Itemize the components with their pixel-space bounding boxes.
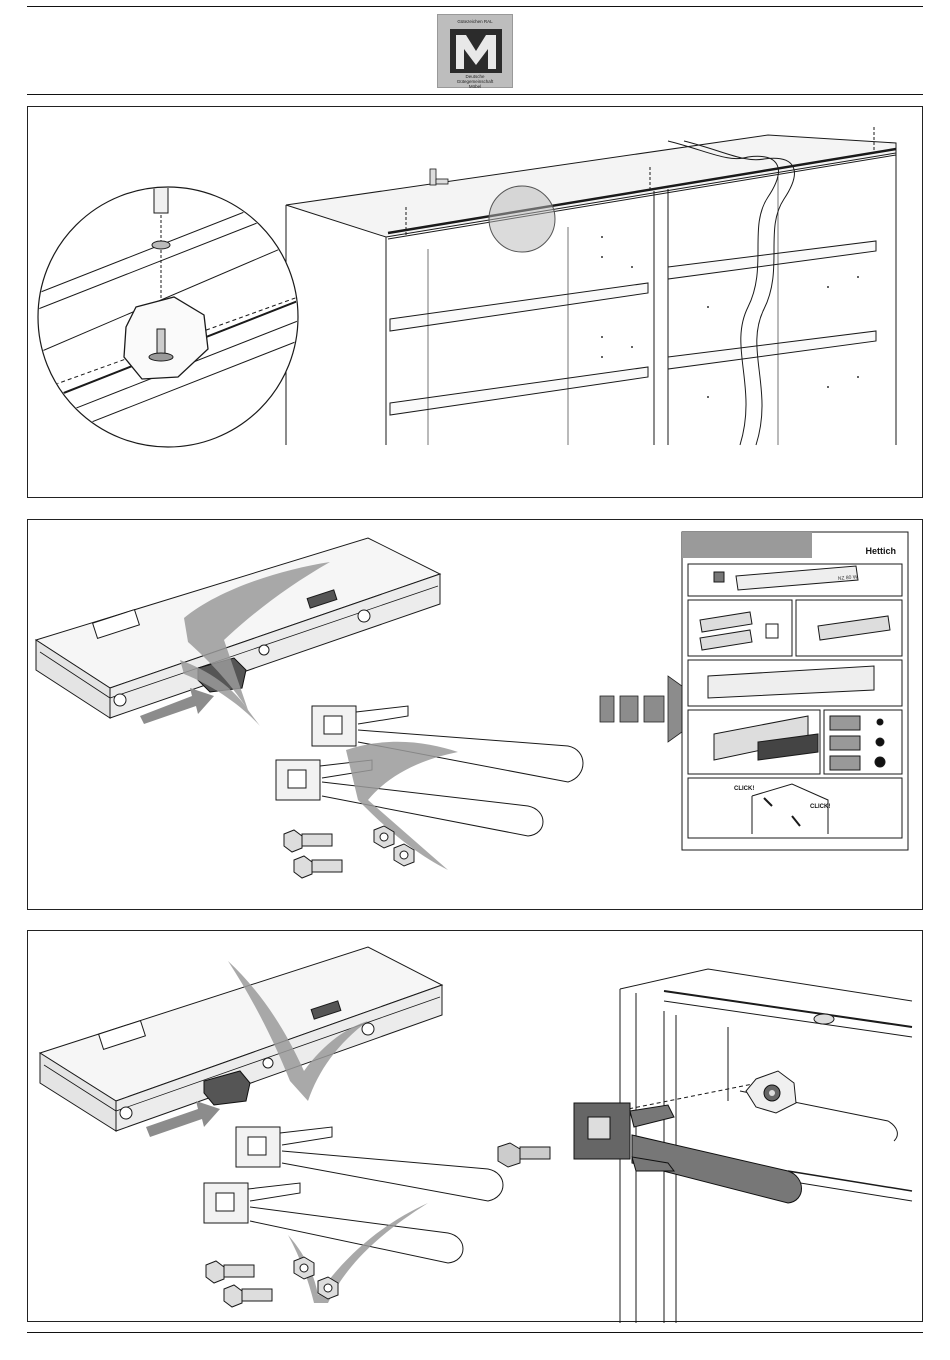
bottom-rule [27,1332,923,1333]
cabinet-track-illustration [28,107,924,499]
step-3-panel [27,930,923,1322]
damper-correct-illustration [28,931,924,1323]
click-label-2: CLICK! [810,804,830,810]
step-1-panel [27,106,923,498]
quality-seal-logo: Gütezeichen RAL Deutsche Gütegemeinschaf… [437,14,513,88]
step-2-panel: Hettich NZ 80 W CLICK! CLICK! [27,519,923,910]
damper-wrong-illustration: Hettich NZ 80 W CLICK! CLICK! [28,520,924,911]
check-icon [288,1203,428,1303]
brand-text: Hettich [865,546,896,556]
detail-highlight-circle [489,186,555,252]
click-label-1: CLICK! [734,786,754,792]
logo-bottom-text-3: Möbel [438,84,512,89]
top-rule [27,6,923,7]
instruction-sheet [682,532,908,850]
header-rule [27,94,923,95]
zoom-detail-circle [28,173,308,447]
